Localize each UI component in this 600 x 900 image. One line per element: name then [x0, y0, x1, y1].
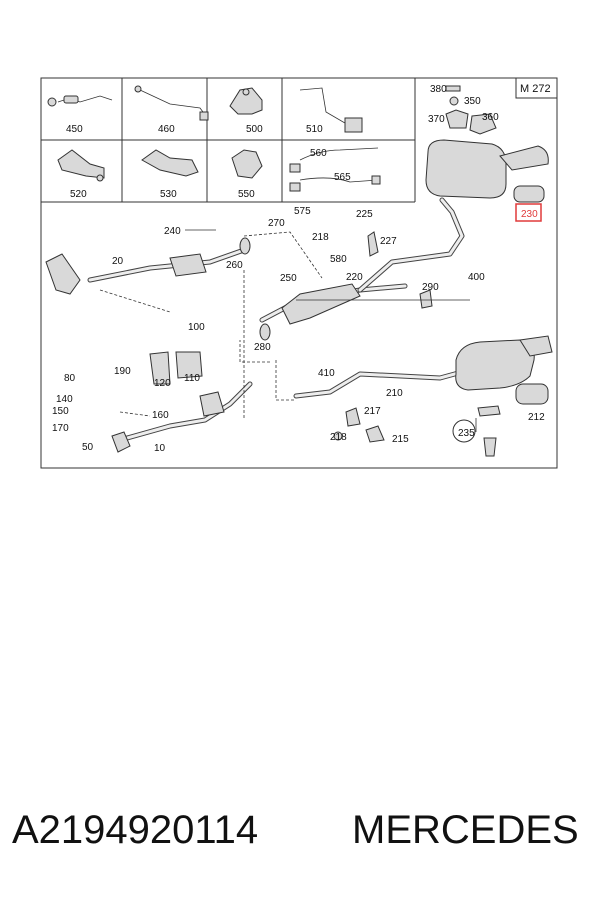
callout-218-upper: 218 — [312, 232, 329, 243]
callout-580: 580 — [330, 254, 347, 265]
callout-170: 170 — [52, 423, 69, 434]
callout-350: 350 — [464, 96, 481, 107]
callout-380: 380 — [430, 84, 447, 95]
callout-530: 530 — [160, 189, 177, 200]
callout-410: 410 — [318, 368, 335, 379]
inset-grid — [41, 78, 416, 203]
callout-210: 210 — [386, 388, 403, 399]
callout-240: 240 — [164, 226, 181, 237]
callout-120: 120 — [154, 378, 171, 389]
lower-catalytic-converter-10 — [111, 391, 225, 453]
part-number: A2194920114 — [12, 808, 259, 852]
callout-190: 190 — [114, 366, 131, 377]
callout-217: 217 — [364, 406, 381, 417]
oxygen-sensor-450 — [47, 95, 113, 107]
callout-20: 20 — [112, 256, 124, 267]
callout-235-circle — [452, 419, 476, 443]
callout-212: 212 — [528, 412, 545, 423]
callout-500: 500 — [246, 124, 263, 135]
bracket-510 — [299, 87, 363, 133]
model-code-box: M 272 — [515, 77, 558, 99]
callout-235: 235 — [458, 428, 475, 439]
rear-silencer-lower-210 — [455, 335, 553, 405]
rear-hangers-hardware — [445, 85, 497, 135]
model-code: M 272 — [520, 83, 551, 95]
callout-80: 80 — [64, 373, 76, 384]
highlight-230 — [515, 203, 542, 222]
callout-520: 520 — [70, 189, 87, 200]
catalytic-converter-front — [45, 253, 207, 295]
clamp-520 — [57, 149, 105, 182]
callout-260: 260 — [226, 260, 243, 271]
callout-370: 370 — [428, 114, 445, 125]
callout-360: 360 — [482, 112, 499, 123]
callout-250: 250 — [280, 273, 297, 284]
callout-510: 510 — [306, 124, 323, 135]
callout-110: 110 — [184, 373, 200, 384]
callout-575: 575 — [294, 206, 311, 217]
callout-100: 100 — [188, 322, 205, 333]
callout-227: 227 — [380, 236, 397, 247]
callout-280: 280 — [254, 342, 271, 353]
center-resonator-220 — [281, 283, 361, 325]
bracket-500 — [229, 87, 263, 115]
callout-225: 225 — [356, 209, 373, 220]
callout-10: 10 — [154, 443, 166, 454]
callout-460: 460 — [158, 124, 175, 135]
gaskets-clamps — [149, 231, 501, 457]
callout-220: 220 — [346, 272, 363, 283]
brand-name: MERCEDES — [352, 808, 579, 852]
product-footer: A2194920114 MERCEDES — [0, 800, 600, 860]
rear-silencer-upper — [425, 139, 549, 203]
leader-lines — [99, 229, 477, 432]
callout-50: 50 — [82, 442, 94, 453]
callout-160: 160 — [152, 410, 169, 421]
callout-labels: 450 460 500 510 520 530 550 560 565 380 … — [52, 84, 545, 454]
callout-140: 140 — [56, 394, 73, 405]
callout-565: 565 — [334, 172, 351, 183]
callout-450: 450 — [66, 124, 83, 135]
callout-560: 560 — [310, 148, 327, 159]
callout-290: 290 — [422, 282, 439, 293]
callout-150: 150 — [52, 406, 69, 417]
bracket-550 — [231, 149, 263, 179]
callout-270: 270 — [268, 218, 285, 229]
callout-400: 400 — [468, 272, 485, 283]
sensor-cable-560-565 — [289, 147, 381, 192]
callout-215: 215 — [392, 434, 409, 445]
oxygen-sensor-460 — [134, 85, 209, 121]
callout-218-lower: 218 — [330, 432, 347, 443]
exhaust-parts-diagram: M 272 — [40, 77, 558, 469]
callout-230-highlighted: 230 — [521, 209, 538, 220]
clamp-530 — [141, 149, 199, 177]
callout-550: 550 — [238, 189, 255, 200]
